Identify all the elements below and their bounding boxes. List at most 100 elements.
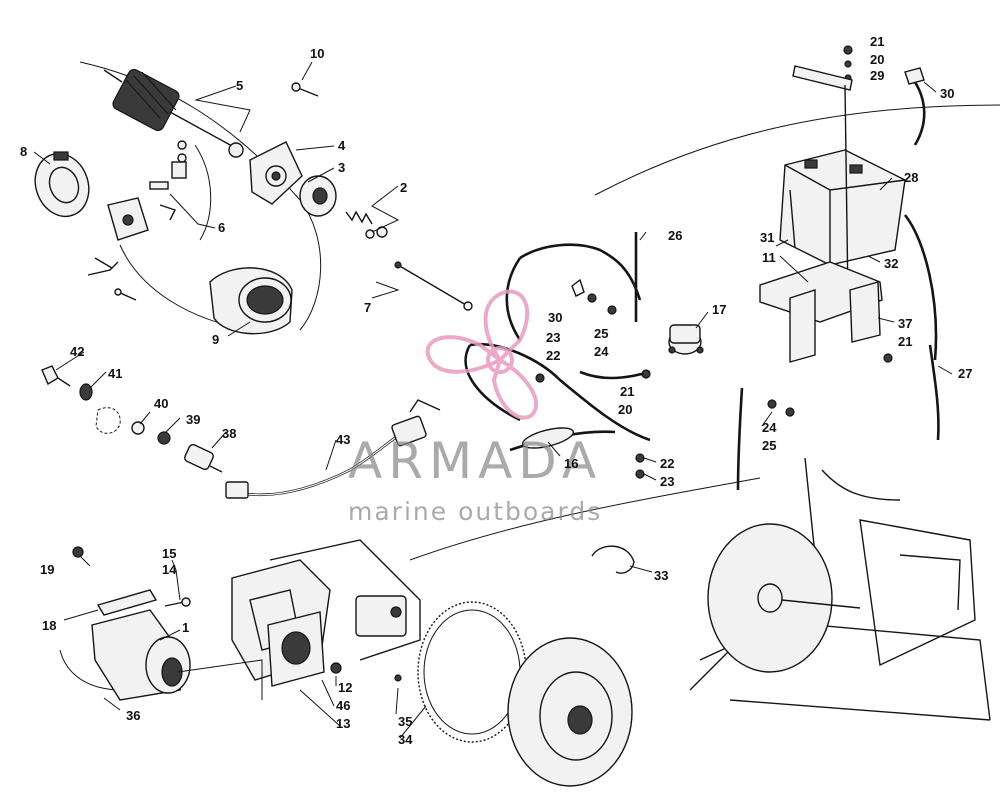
callout-22-right: 22	[660, 456, 674, 471]
callout-25-solenoid: 25	[594, 326, 608, 341]
leader-lines	[33, 61, 953, 739]
callout-41: 41	[108, 366, 122, 381]
watermark-subtitle: marine outboards	[348, 497, 602, 526]
armature	[103, 68, 233, 147]
callout-28: 28	[904, 170, 918, 185]
watermark-title: ARMADA	[348, 432, 602, 490]
drive-pinion-gear	[299, 175, 337, 217]
lock-ring	[591, 545, 635, 574]
callout-2: 2	[400, 180, 407, 195]
callout-26: 26	[668, 228, 682, 243]
commutator-end-cap	[34, 151, 90, 218]
callout-22-left: 22	[546, 348, 560, 363]
brush-hardware	[149, 140, 187, 221]
terminal-nuts	[535, 45, 893, 479]
callout-35: 35	[398, 714, 412, 729]
ignition-switch-body	[184, 443, 223, 473]
starter-solenoid	[668, 324, 704, 355]
callout-31: 31	[760, 230, 774, 245]
callout-40: 40	[154, 396, 168, 411]
callout-39: 39	[186, 412, 200, 427]
switch-key	[41, 365, 71, 387]
callout-29: 29	[870, 68, 884, 83]
callout-14: 14	[162, 562, 177, 577]
drive-housing-bolt	[291, 82, 319, 97]
bracket-nut	[330, 662, 342, 674]
switch-nut	[157, 431, 171, 445]
callout-23-left: 23	[546, 330, 560, 345]
engine-crankcase-top	[269, 539, 421, 661]
callout-16: 16	[564, 456, 578, 471]
starter-mount-nut	[72, 546, 84, 558]
battery	[779, 149, 906, 266]
callout-37: 37	[898, 316, 912, 331]
callout-7: 7	[364, 300, 371, 315]
terminal-cover	[571, 278, 585, 297]
callout-18: 18	[42, 618, 56, 633]
callout-23-right: 23	[660, 474, 674, 489]
callout-46: 46	[336, 698, 350, 713]
thrust-washer	[228, 142, 244, 158]
brush-screws	[87, 257, 137, 301]
starter-motor-assembled	[91, 589, 191, 701]
callout-6: 6	[218, 220, 225, 235]
starter-mount-bolts	[164, 597, 191, 607]
flywheel-housing	[707, 523, 861, 673]
fuse-holder	[521, 427, 575, 449]
callout-20-solenoid: 20	[618, 402, 632, 417]
callout-32: 32	[884, 256, 898, 271]
callout-13: 13	[336, 716, 350, 731]
callout-38: 38	[222, 426, 236, 441]
terminal-boot	[904, 67, 925, 85]
battery-cables	[464, 77, 940, 491]
callout-30-boot: 30	[940, 86, 954, 101]
callout-24-solenoid: 24	[594, 344, 609, 359]
pinion-spring-stop	[345, 210, 388, 239]
callout-21-tray: 21	[898, 334, 912, 349]
callout-1: 1	[182, 620, 189, 635]
switch-washer	[131, 421, 145, 435]
callout-19: 19	[40, 562, 54, 577]
callout-9: 9	[212, 332, 219, 347]
callout-20-battery: 20	[870, 52, 884, 67]
battery-tray	[759, 261, 883, 363]
engine-block-background	[689, 457, 991, 721]
ring-gear-screw	[394, 674, 402, 682]
switch-bezel	[79, 383, 93, 401]
callout-30-cover: 30	[548, 310, 562, 325]
callout-10: 10	[310, 46, 324, 61]
callout-5: 5	[236, 78, 243, 93]
callout-15: 15	[162, 546, 176, 561]
callout-4: 4	[338, 138, 346, 153]
battery-hold-down	[789, 65, 853, 301]
callout-8: 8	[20, 144, 27, 159]
brush-plate	[107, 197, 149, 241]
ignition-switch-assembly	[41, 365, 223, 473]
mounting-panel-outline	[95, 407, 121, 434]
callout-24-cable: 24	[762, 420, 777, 435]
bracket-adapter-plate	[267, 611, 325, 687]
callout-25-cable: 25	[762, 438, 776, 453]
harness-connector	[391, 415, 427, 447]
callout-12: 12	[338, 680, 352, 695]
callout-labels: 1 2 3 4 5 6 7 8 9 10 11 12 13 14 15 16 1…	[20, 34, 972, 747]
propeller-logo	[425, 289, 539, 420]
field-frame-housing	[209, 267, 293, 335]
callout-11: 11	[762, 250, 776, 265]
callout-36: 36	[126, 708, 140, 723]
harness-plug	[225, 481, 249, 499]
callout-21-battery: 21	[870, 34, 884, 49]
starter-motor-exploded	[34, 68, 473, 335]
callout-3: 3	[338, 160, 345, 175]
armada-watermark: ARMADA marine outboards	[348, 289, 602, 526]
drive-end-housing	[249, 141, 303, 205]
callout-17: 17	[712, 302, 726, 317]
callout-33: 33	[654, 568, 668, 583]
callout-27: 27	[958, 366, 972, 381]
wire-harness	[225, 399, 441, 499]
flywheel	[507, 637, 633, 787]
guide-curves	[59, 61, 1000, 691]
callout-21-solenoid: 21	[620, 384, 634, 399]
callout-34: 34	[398, 732, 413, 747]
